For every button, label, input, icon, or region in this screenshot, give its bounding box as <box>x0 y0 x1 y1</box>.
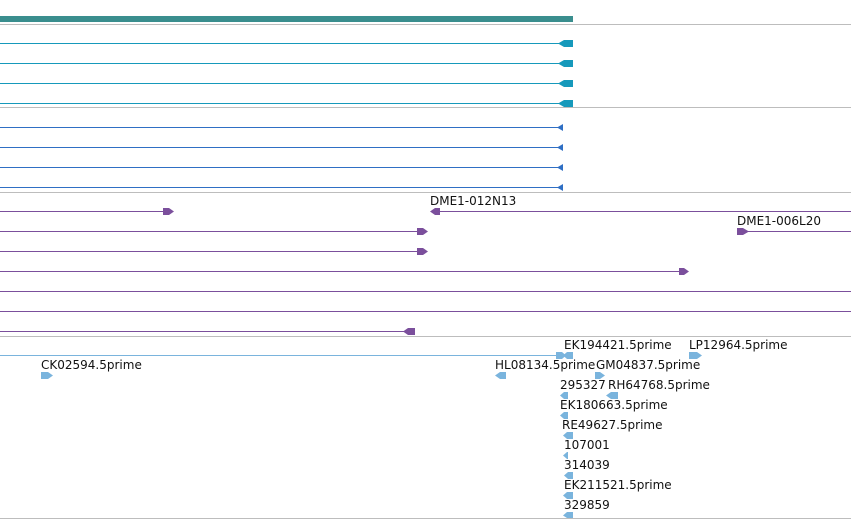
est-label: 295327 <box>560 378 606 392</box>
clone-label: DME1-006L20 <box>737 214 821 228</box>
est-label: EK194421.5prime <box>564 338 672 352</box>
est-label: GM04837.5prime <box>596 358 700 372</box>
clone-feature[interactable] <box>0 268 689 275</box>
clone-feature[interactable] <box>0 248 428 255</box>
est-label: EK211521.5prime <box>564 478 672 492</box>
est-feature[interactable]: LP12964.5prime <box>689 338 788 359</box>
est-label: 107001 <box>564 438 610 452</box>
est-feature[interactable]: HL08134.5prime <box>495 358 595 379</box>
est-feature[interactable]: EK194421.5prime <box>0 338 672 359</box>
est-feature[interactable]: 295327 <box>560 378 606 399</box>
est-feature[interactable]: GM04837.5prime <box>595 358 700 379</box>
clone-feature-dme1-006l20[interactable]: DME1-006L20 <box>737 214 851 235</box>
est-track: EK194421.5prime LP12964.5prime CK02594.5… <box>0 338 788 518</box>
est-label: EK180663.5prime <box>560 398 668 412</box>
protein-feature[interactable] <box>0 144 563 151</box>
est-label: 314039 <box>564 458 610 472</box>
est-feature[interactable]: CK02594.5prime <box>41 358 142 379</box>
clone-feature[interactable] <box>0 208 174 215</box>
est-feature[interactable]: RH64768.5prime <box>606 378 710 399</box>
est-feature[interactable]: 314039 <box>564 458 610 479</box>
protein-feature[interactable] <box>0 164 563 171</box>
transcript-feature[interactable] <box>0 80 573 87</box>
transcript-feature[interactable] <box>0 40 573 47</box>
transcript-track <box>0 40 573 107</box>
protein-feature[interactable] <box>0 124 563 131</box>
gene-track <box>0 16 573 22</box>
clone-feature[interactable] <box>0 228 428 235</box>
transcript-feature[interactable] <box>0 100 573 107</box>
protein-track <box>0 124 563 191</box>
est-label: HL08134.5prime <box>495 358 595 372</box>
est-label: RH64768.5prime <box>608 378 710 392</box>
est-feature[interactable]: 107001 <box>563 438 610 459</box>
est-feature[interactable]: EK180663.5prime <box>560 398 668 419</box>
est-feature[interactable]: EK211521.5prime <box>563 478 672 499</box>
clone-track: DME1-012N13 DME1-006L20 <box>0 194 851 335</box>
clone-feature-dme1-012n13[interactable]: DME1-012N13 <box>430 194 851 215</box>
est-label: LP12964.5prime <box>689 338 788 352</box>
protein-feature[interactable] <box>0 184 563 191</box>
est-feature[interactable]: RE49627.5prime <box>562 418 663 439</box>
est-label: CK02594.5prime <box>41 358 142 372</box>
est-label: RE49627.5prime <box>562 418 663 432</box>
track-separators <box>0 24 851 519</box>
gene-bar[interactable] <box>0 16 573 22</box>
est-label: 329859 <box>564 498 610 512</box>
est-feature[interactable]: 329859 <box>563 498 610 518</box>
transcript-feature[interactable] <box>0 60 573 67</box>
clone-feature[interactable] <box>0 328 415 335</box>
clone-label: DME1-012N13 <box>430 194 516 208</box>
